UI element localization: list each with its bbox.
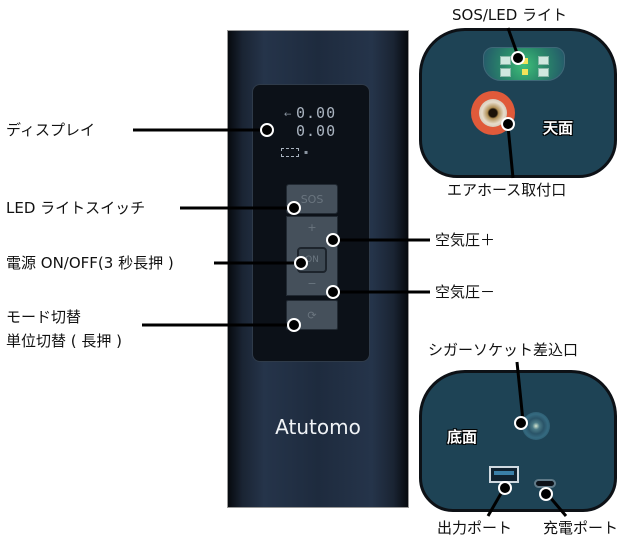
label-pressure-down: 空気圧－: [435, 283, 496, 301]
label-display: ディスプレイ: [6, 121, 95, 139]
lcd-unit-icon: ▪: [304, 149, 309, 156]
led-icon: [538, 56, 549, 65]
bottom-face-label: 底面: [447, 428, 478, 446]
lcd-reading-bottom: 0.00: [296, 122, 337, 140]
label-led-switch: LED ライトスイッチ: [6, 199, 146, 217]
sos-led-light: [483, 47, 565, 81]
usb-a-output-port: [489, 466, 519, 483]
led-yellow-icon: [522, 69, 528, 75]
brand-logo: Atutomo: [275, 415, 361, 439]
label-charge-port: 充電ポート: [543, 519, 619, 537]
usb-c-charge-port: [534, 479, 556, 488]
led-icon: [500, 56, 511, 65]
lcd-display: 0.00 0.00: [296, 104, 336, 140]
label-output-port: 出力ポート: [437, 519, 513, 537]
label-air-hose-port: エアホース取付口: [447, 181, 567, 199]
cigarette-socket-port: [522, 412, 550, 440]
air-hose-port: [479, 99, 507, 127]
label-power: 電源 ON/OFF(3 秒長押 ): [6, 254, 174, 272]
top-face-label: 天面: [543, 119, 574, 137]
power-button-label: ON: [305, 255, 319, 265]
minus-icon: −: [307, 277, 317, 290]
led-icon: [538, 68, 549, 77]
lcd-arrow-icon: ←: [284, 110, 292, 120]
mode-button[interactable]: ⟳: [286, 300, 338, 330]
cycle-icon: ⟳: [307, 308, 317, 322]
led-yellow-icon: [522, 58, 528, 64]
power-button[interactable]: ON: [297, 247, 327, 273]
label-unit: 単位切替 ( 長押 ): [6, 332, 123, 350]
sos-led-button[interactable]: SOS: [286, 184, 338, 214]
sos-button-label: SOS: [300, 192, 324, 206]
label-sos-led-light: SOS/LED ライト: [452, 6, 568, 24]
label-cigarette-socket: シガーソケット差込口: [428, 341, 579, 359]
bottom-view-panel: [419, 370, 617, 512]
plus-icon: +: [307, 221, 317, 234]
lcd-reading-top: 0.00: [296, 104, 337, 122]
led-icon: [500, 68, 511, 77]
label-pressure-up: 空気圧＋: [435, 231, 496, 249]
label-mode: モード切替: [6, 308, 82, 326]
battery-icon: [281, 148, 299, 157]
